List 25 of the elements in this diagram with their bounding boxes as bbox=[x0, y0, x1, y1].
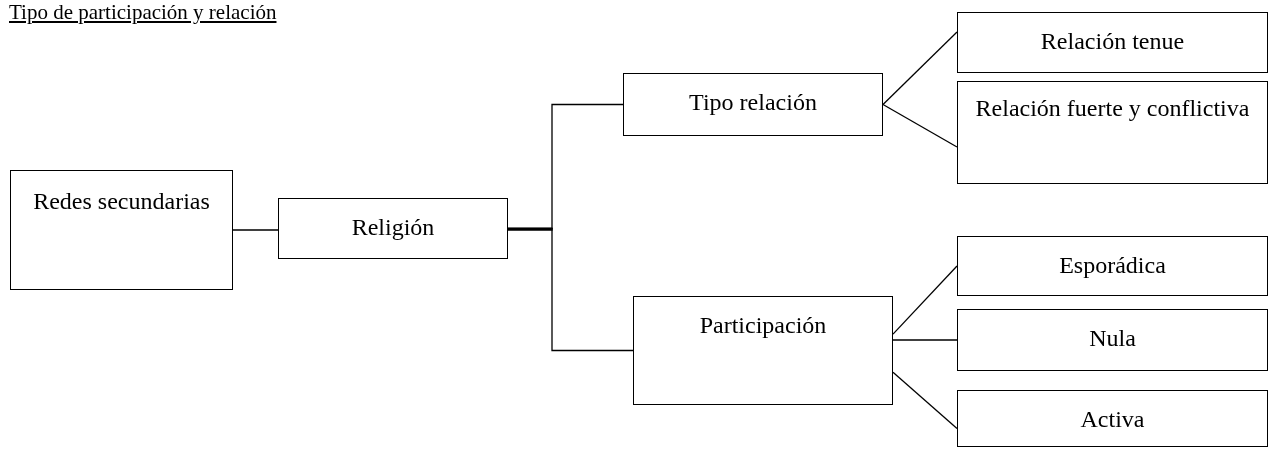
text-box bbox=[633, 296, 893, 405]
connector-line bbox=[882, 31, 958, 106]
text-box bbox=[10, 170, 233, 290]
text-box bbox=[623, 73, 883, 136]
connector-line bbox=[507, 227, 634, 352]
connector-line bbox=[892, 265, 958, 335]
connector-line bbox=[892, 371, 958, 430]
box-label: Relación tenue bbox=[1040, 27, 1185, 55]
text-box bbox=[957, 81, 1268, 184]
text-box bbox=[957, 236, 1268, 296]
box-label: Participación bbox=[699, 311, 827, 339]
text-box bbox=[957, 12, 1268, 73]
text-box bbox=[957, 390, 1268, 447]
box-label: Tipo relación bbox=[689, 88, 817, 116]
box-label: Relación fuerte y conflictiva bbox=[975, 94, 1250, 122]
text-box bbox=[278, 198, 508, 259]
text-box bbox=[957, 309, 1268, 371]
box-label: Esporádica bbox=[1059, 251, 1166, 279]
box-label: Redes secundarias bbox=[33, 187, 210, 215]
box-label: Nula bbox=[1089, 324, 1136, 352]
diagram-title: Tipo de participación y relación bbox=[9, 0, 277, 24]
connector-line bbox=[882, 103, 958, 148]
connector-line bbox=[892, 339, 958, 341]
box-label: Religión bbox=[351, 213, 435, 241]
box-label: Activa bbox=[1080, 405, 1145, 433]
